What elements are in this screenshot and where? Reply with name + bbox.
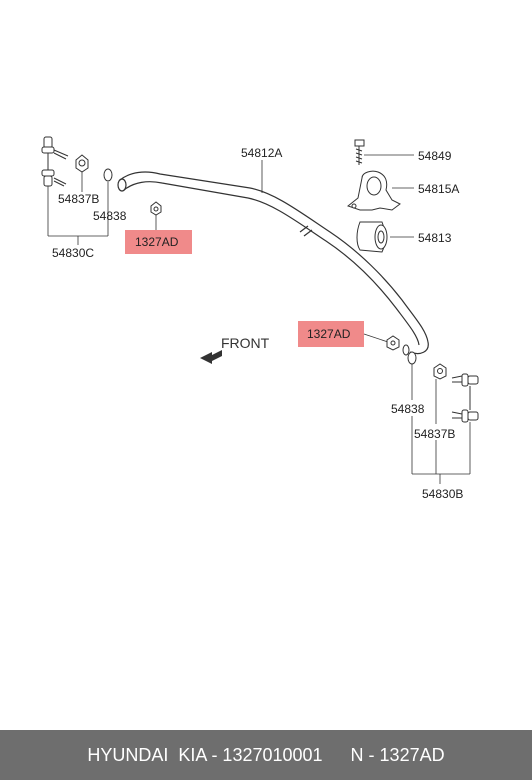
parts-diagram: 54812A 54849 54815A 54813 [41,136,479,501]
label-54830B: 54830B [422,487,463,501]
label-54849: 54849 [418,149,452,163]
bolt-part [354,139,365,165]
label-1327AD-top: 1327AD [135,235,179,249]
highlight-box-right [298,321,364,347]
front-label: FRONT [221,335,270,351]
footer-part-number: HYUNDAI KIA - 1327010001 [87,744,323,765]
left-washer-part [103,168,113,182]
footer-bar: HYUNDAI KIA - 1327010001 N - 1327AD [0,730,532,780]
highlight-box-top [125,230,192,254]
left-nut-part [75,154,89,173]
label-1327AD-right: 1327AD [307,327,351,341]
bushing-part [356,221,388,253]
bracket-part [346,170,401,211]
right-nut-part-2 [433,363,447,380]
label-54837B-left: 54837B [58,192,99,206]
front-arrow-icon [200,350,222,364]
label-54837B-right: 54837B [414,427,455,441]
right-nut-part [386,335,400,351]
stabilizer-bar [117,171,429,355]
footer-code: N - 1327AD [350,744,445,765]
left-link-part [41,136,69,187]
label-54830C: 54830C [52,246,94,260]
top-nut-part [150,201,162,216]
label-54812A: 54812A [241,146,282,160]
label-54838-right: 54838 [391,402,425,416]
right-link-part [451,373,479,423]
label-54838-left: 54838 [93,209,127,223]
label-54815A: 54815A [418,182,459,196]
right-washer-part [402,344,417,365]
label-54813: 54813 [418,231,452,245]
